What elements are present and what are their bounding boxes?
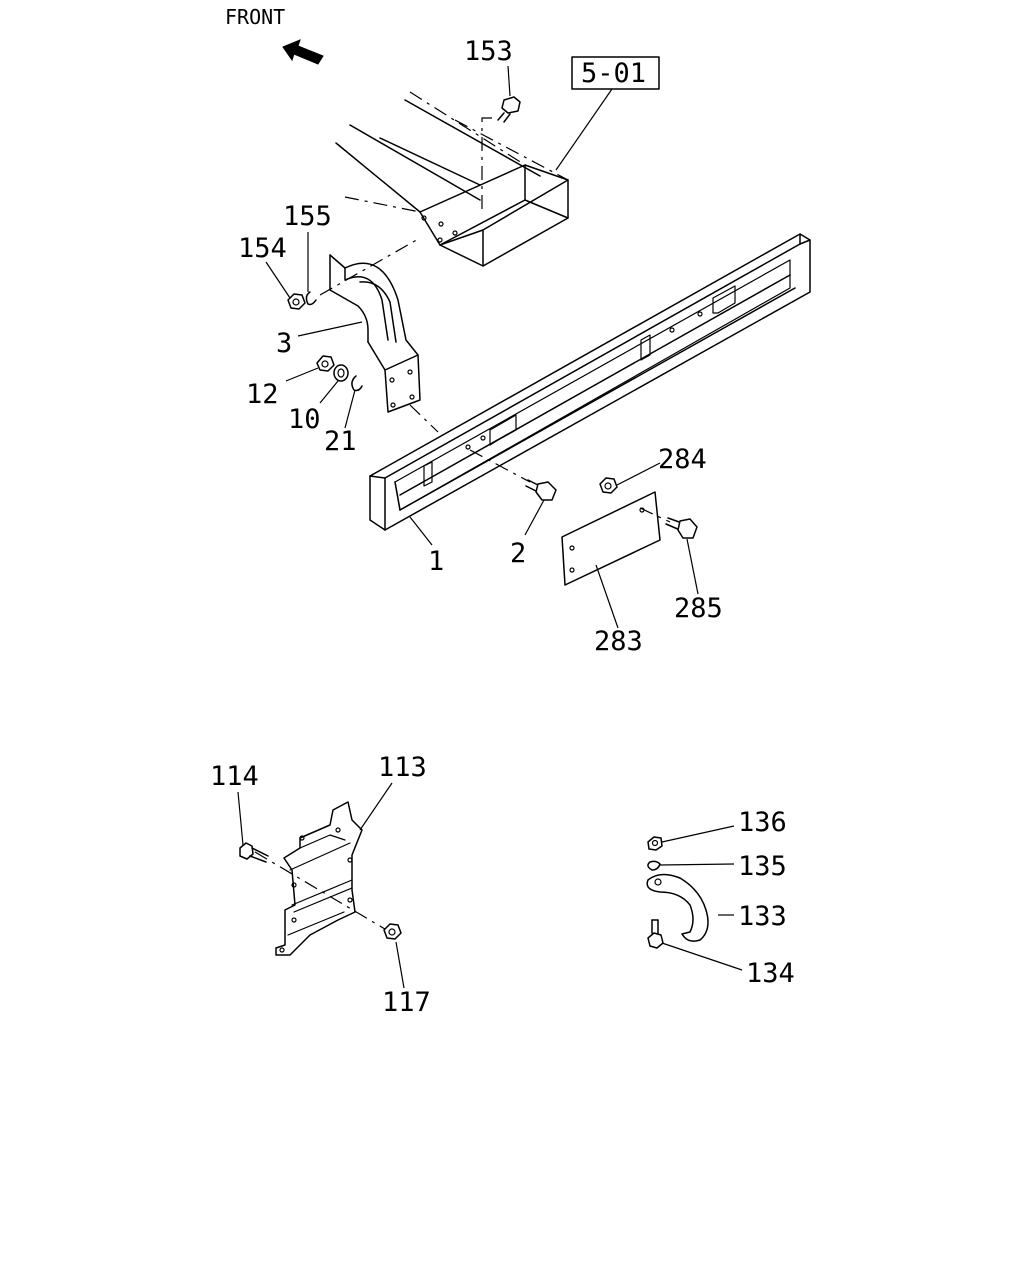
front-arrow-icon — [282, 39, 324, 65]
bolt-2-icon — [525, 479, 557, 501]
callout-285: 285 — [674, 593, 723, 624]
reference-box: 5-01 — [571, 56, 660, 90]
bolt-153-centerline — [481, 117, 492, 210]
reference-box-label: 5-01 — [581, 58, 646, 89]
bolt-114-icon — [239, 842, 269, 863]
callout-154: 154 — [238, 233, 287, 264]
front-label: FRONT — [225, 5, 285, 29]
nut-136-icon — [647, 836, 663, 851]
hook-133 — [646, 873, 709, 942]
bracket-3 — [329, 254, 421, 413]
bracket-113 — [275, 801, 363, 956]
callout-136: 136 — [738, 807, 787, 838]
bolt-285-centerline — [639, 507, 671, 523]
nut-154-icon — [287, 293, 306, 310]
callout-284: 284 — [658, 444, 707, 475]
callout-114: 114 — [210, 761, 259, 792]
callout-153: 153 — [464, 36, 513, 67]
bumper-beam-1 — [369, 233, 811, 531]
bracket-centerline — [319, 237, 421, 296]
bolt-134-icon — [647, 919, 664, 949]
nut-12-icon — [316, 355, 335, 372]
nut-117-icon — [383, 923, 402, 940]
callout-155: 155 — [283, 201, 332, 232]
washer-10-icon — [333, 364, 349, 382]
frame-crossmember — [335, 91, 569, 267]
callout-12: 12 — [246, 379, 279, 410]
callout-133: 133 — [738, 901, 787, 932]
nut-284-icon — [599, 477, 618, 494]
callout-283: 283 — [594, 626, 643, 657]
callout-10: 10 — [288, 404, 321, 435]
callout-21: 21 — [324, 426, 357, 457]
callout-113: 113 — [378, 752, 427, 783]
lock-washer-155-icon — [305, 291, 317, 306]
lock-washer-21-icon — [351, 375, 363, 392]
leader-lines — [237, 65, 743, 989]
callout-1: 1 — [428, 546, 444, 577]
bolt-285-icon — [665, 517, 698, 539]
plate-283 — [561, 491, 661, 586]
bolt-153-icon — [497, 96, 521, 123]
bracket-113-centerline — [254, 851, 391, 933]
callout-2: 2 — [510, 538, 526, 569]
callout-134: 134 — [746, 958, 795, 989]
bolt-2-centerline — [469, 449, 531, 483]
callout-135: 135 — [738, 851, 787, 882]
leader-ref-box — [555, 88, 613, 171]
washer-135-icon — [647, 860, 661, 871]
bracket-lower-centerline — [409, 404, 439, 433]
callout-3: 3 — [276, 328, 292, 359]
callout-117: 117 — [382, 987, 431, 1018]
